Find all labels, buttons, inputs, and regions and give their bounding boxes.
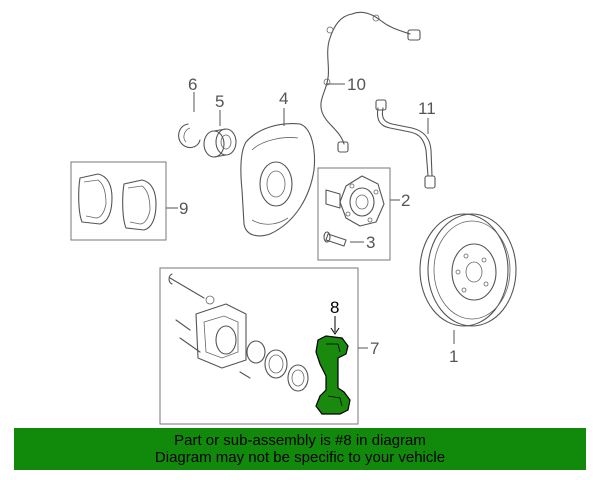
part-7-box bbox=[159, 267, 359, 425]
banner-line-1: Part or sub-assembly is #8 in diagram bbox=[174, 432, 426, 449]
part-5-wheel-bearing[interactable] bbox=[203, 128, 237, 158]
banner-line-2: Diagram may not be specific to your vehi… bbox=[154, 449, 446, 466]
callout-4[interactable]: 4 bbox=[279, 89, 288, 108]
part-9-box bbox=[70, 161, 167, 241]
callout-8[interactable]: 8 bbox=[330, 298, 339, 317]
part-7-caliper-assembly[interactable] bbox=[168, 273, 309, 392]
part-11-brake-hose[interactable] bbox=[375, 99, 436, 189]
callout-2[interactable]: 2 bbox=[401, 191, 410, 210]
callout-1[interactable]: 1 bbox=[449, 347, 458, 366]
callout-11[interactable]: 11 bbox=[418, 99, 436, 118]
callout-7[interactable]: 7 bbox=[370, 339, 379, 358]
part-1-brake-rotor[interactable] bbox=[419, 213, 517, 327]
part-9-brake-pads[interactable] bbox=[78, 173, 157, 231]
callout-3[interactable]: 3 bbox=[366, 233, 375, 252]
callout-10[interactable]: 10 bbox=[347, 75, 366, 94]
part-3-wheel-stud[interactable] bbox=[323, 231, 347, 247]
part-10-abs-sensor-wire[interactable] bbox=[320, 11, 421, 153]
callout-5[interactable]: 5 bbox=[215, 92, 224, 111]
part-6-snap-ring[interactable] bbox=[178, 123, 201, 149]
part-4-dust-shield[interactable] bbox=[240, 123, 316, 237]
part-2-wheel-hub[interactable] bbox=[325, 175, 385, 227]
arrow-8 bbox=[330, 327, 340, 335]
part-8-caliper-bracket[interactable] bbox=[315, 335, 351, 415]
callout-6[interactable]: 6 bbox=[188, 75, 197, 94]
callout-9[interactable]: 9 bbox=[179, 199, 188, 218]
info-banner: Part or sub-assembly is #8 in diagram Di… bbox=[14, 428, 586, 470]
part-2-box bbox=[317, 167, 391, 261]
